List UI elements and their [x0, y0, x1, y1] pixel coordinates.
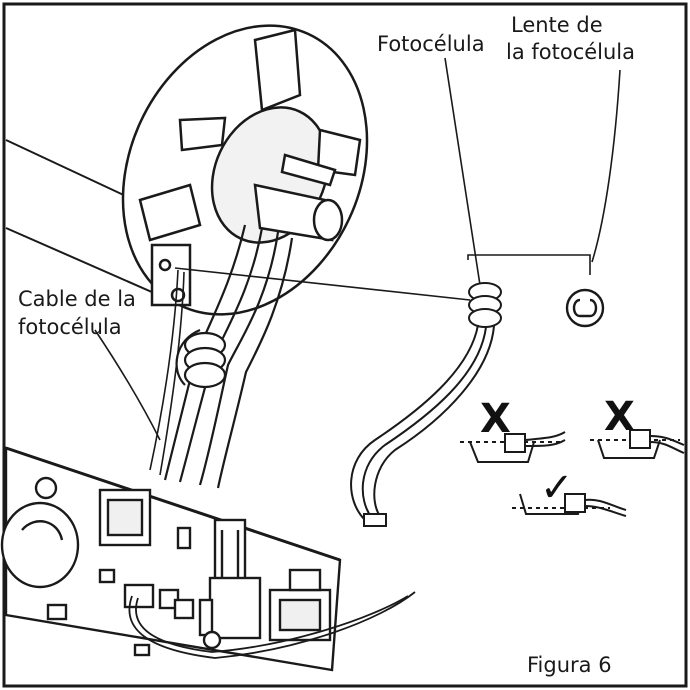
callout-lines — [94, 57, 621, 441]
cable-label-line2: fotocélula — [18, 315, 122, 339]
lamp-socket-housing — [121, 24, 369, 316]
control-board — [0, 446, 342, 672]
photocell-label: Fotocélula — [377, 32, 485, 56]
correct-mark: ✓ — [540, 465, 574, 511]
ceiling-lines — [5, 139, 171, 301]
figure-number: Figura 6 — [527, 653, 612, 677]
orientation-diagrams — [460, 429, 685, 517]
photocell-lens — [565, 288, 605, 328]
lens-label-line1: Lente de — [511, 13, 603, 37]
wrong-mark-1: X — [480, 396, 511, 442]
cable-label-line1: Cable de la — [18, 287, 136, 311]
wire-bundle — [149, 224, 294, 489]
wrong-mark-2: X — [604, 394, 635, 440]
photocell-part — [350, 282, 502, 527]
board-wires — [128, 591, 416, 659]
lens-label-line2: la fotocélula — [506, 40, 636, 64]
